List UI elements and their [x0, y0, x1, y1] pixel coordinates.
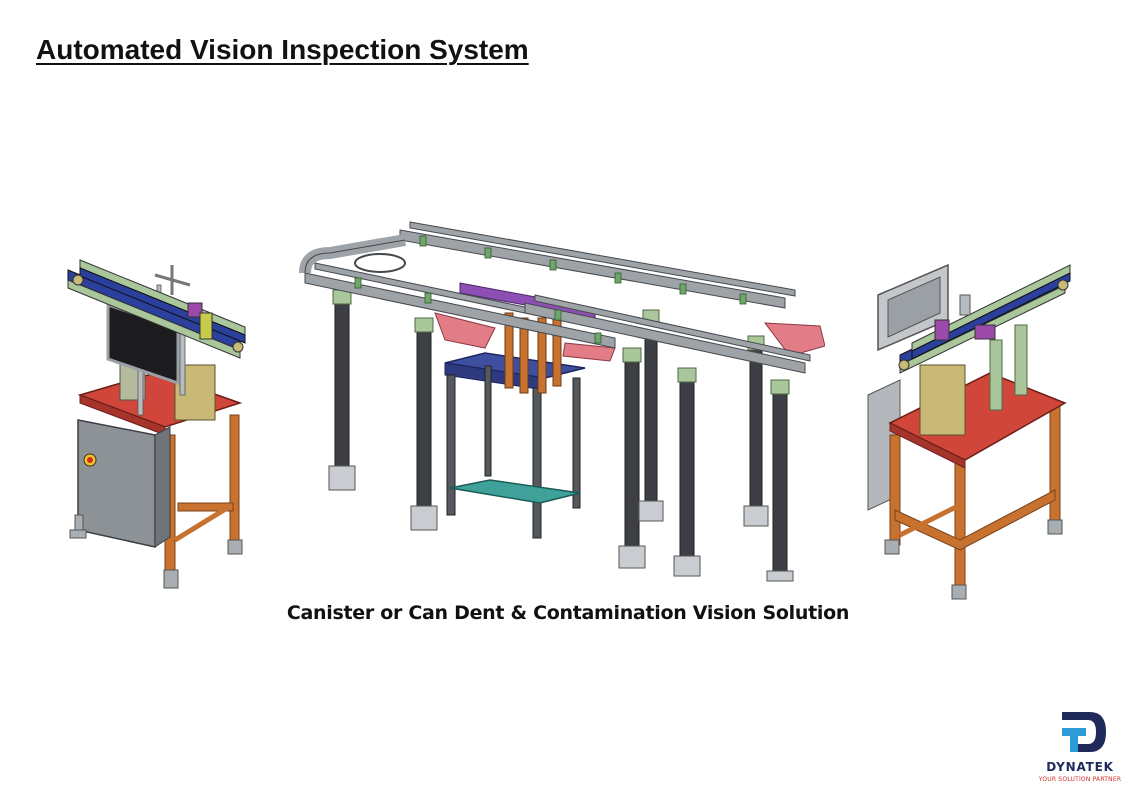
- logo-tagline: YOUR SOLUTION PARTNER: [1038, 776, 1122, 783]
- inspection-machine-right-image: [867, 263, 1071, 600]
- conveyor-line-image: [299, 221, 825, 582]
- logo-wordmark: DYNATEK: [1046, 760, 1114, 774]
- dynatek-logo-icon: [1062, 712, 1106, 752]
- inspection-machine-left-image: [67, 259, 246, 589]
- slide-caption: Canister or Can Dent & Contamination Vis…: [286, 602, 850, 624]
- company-logo: DYNATEK YOUR SOLUTION PARTNER: [1032, 708, 1128, 788]
- slide-title: Automated Vision Inspection System: [36, 34, 529, 65]
